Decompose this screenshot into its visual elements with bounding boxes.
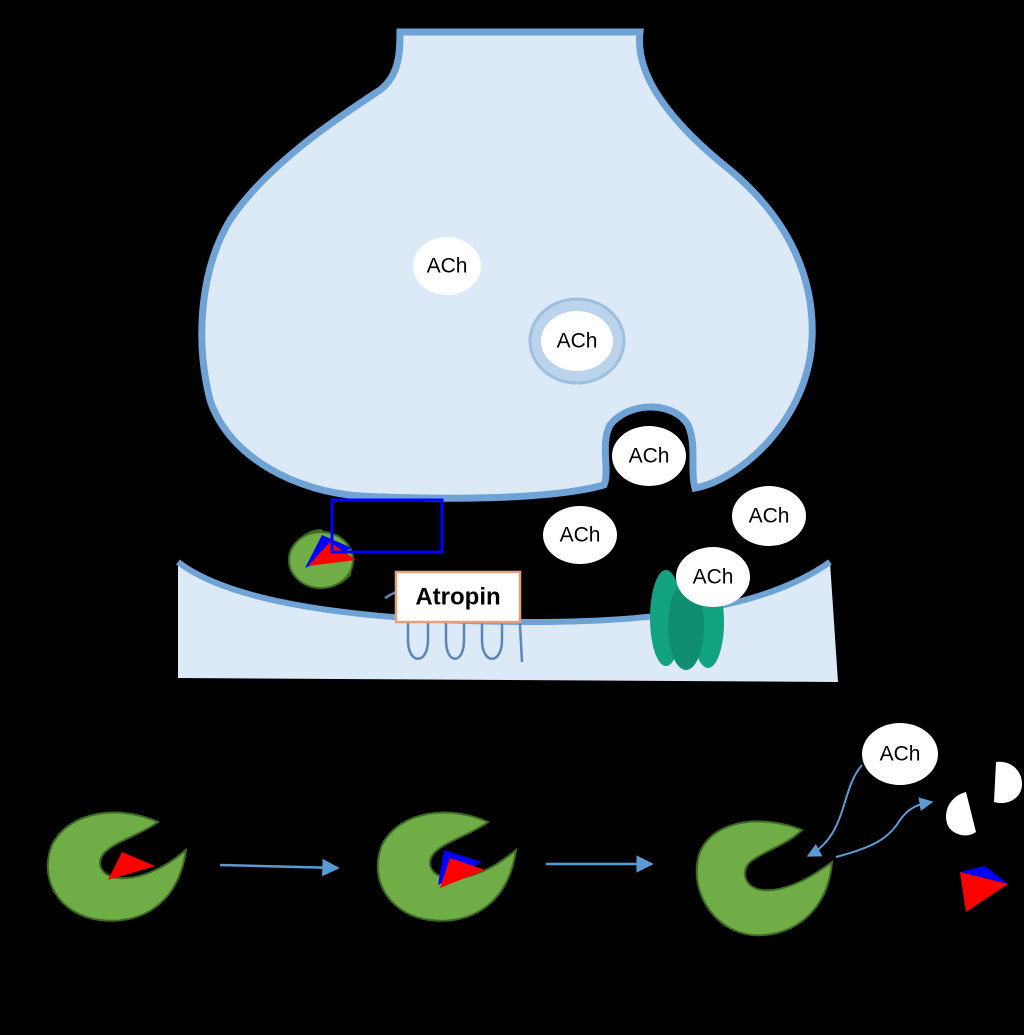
presynaptic-terminal bbox=[198, 28, 816, 502]
atropin-label: Atropin bbox=[415, 584, 500, 611]
postsynaptic-membrane-edge bbox=[176, 559, 832, 626]
ach-label: ACh bbox=[427, 255, 468, 278]
substrate-arrow bbox=[806, 764, 863, 857]
ach-molecule-vesicle: ACh bbox=[541, 311, 613, 371]
ach-molecule: ACh bbox=[413, 237, 481, 295]
inhibitor-free bbox=[960, 866, 1008, 912]
atropin-box: Atropin bbox=[394, 570, 522, 624]
enzyme-with-inhibitor bbox=[46, 811, 188, 922]
reaction-arrow bbox=[219, 858, 340, 877]
ach-hydrolysis-products bbox=[946, 761, 1022, 836]
highlight-box bbox=[330, 498, 444, 554]
ach-label: ACh bbox=[880, 743, 921, 766]
acetylcholinesterase-enzyme-inhibited bbox=[288, 528, 356, 589]
ach-label: ACh bbox=[560, 524, 601, 547]
ach-molecule-substrate: ACh bbox=[862, 723, 938, 785]
product-arrow bbox=[835, 797, 934, 858]
ach-molecule-cleft: ACh bbox=[543, 506, 617, 564]
ach-molecule-receptor-bound: ACh bbox=[676, 547, 750, 607]
ach-label: ACh bbox=[749, 505, 790, 528]
ach-label: ACh bbox=[629, 445, 670, 468]
ach-molecule-cleft: ACh bbox=[732, 486, 806, 546]
ach-label: ACh bbox=[693, 566, 734, 589]
acetylcholinesterase-enzyme-free bbox=[695, 820, 834, 937]
enzyme-with-inhibitor-complex bbox=[376, 811, 518, 922]
ach-label: ACh bbox=[557, 330, 598, 353]
ach-molecule-exocytosis: ACh bbox=[612, 426, 686, 486]
muscarinic-receptor bbox=[384, 586, 524, 663]
inhibitor-triangle bbox=[308, 542, 356, 566]
